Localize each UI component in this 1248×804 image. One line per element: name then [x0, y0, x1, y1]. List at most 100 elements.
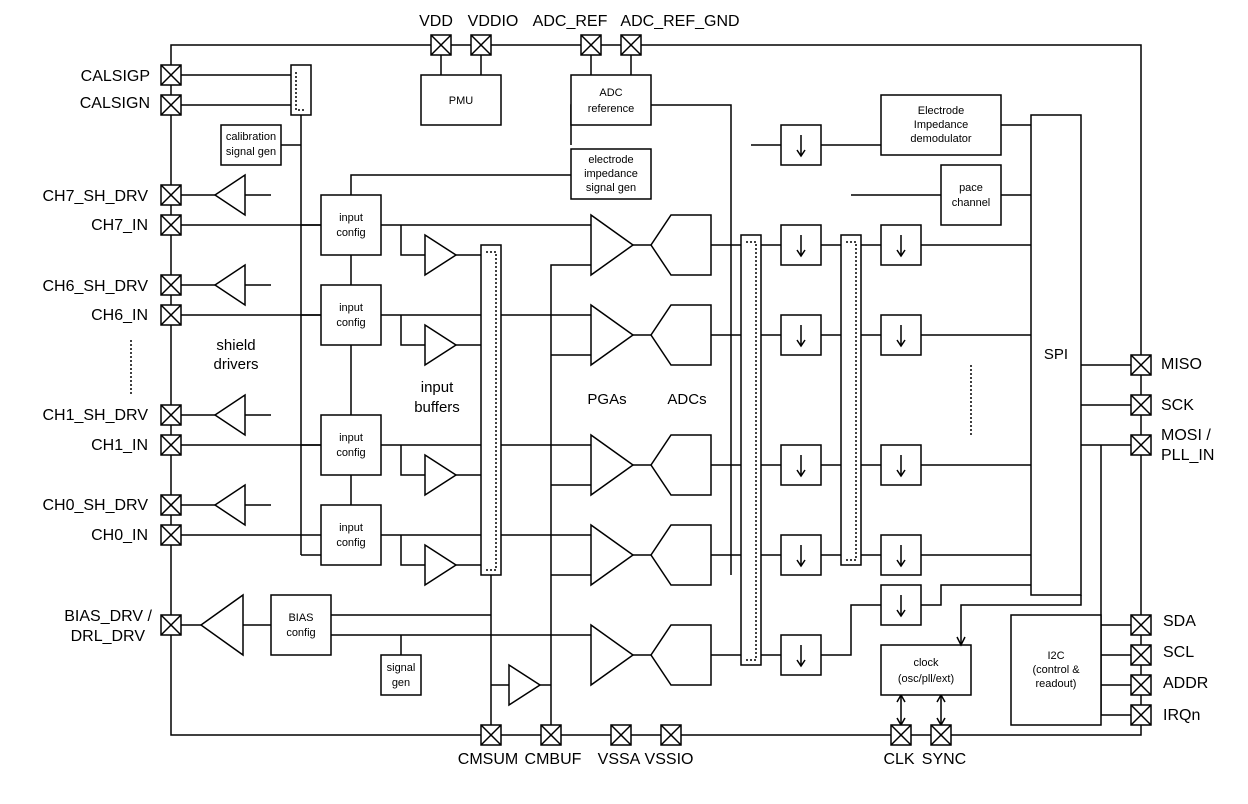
- input-config-ch1: input config: [320, 414, 382, 476]
- svg-text:input: input: [339, 432, 363, 444]
- svg-text:input: input: [339, 522, 363, 534]
- pin-label-sck: SCK: [1161, 397, 1194, 414]
- pin-vdd: [430, 34, 452, 56]
- pmu-label: PMU: [449, 95, 474, 107]
- svg-text:signal: signal: [387, 662, 416, 674]
- pin-cmsum: [480, 724, 502, 746]
- pin-label-ch0-in: CH0_IN: [91, 527, 148, 544]
- pin-label-addr: ADDR: [1163, 675, 1208, 692]
- cm-buffer-amplifier: [508, 663, 542, 707]
- svg-text:BIAS: BIAS: [288, 612, 313, 624]
- svg-text:I2C: I2C: [1047, 650, 1064, 662]
- pin-vssio: [660, 724, 682, 746]
- pin-label-adc-ref: ADC_REF: [533, 13, 608, 30]
- pin-label-calsign: CALSIGN: [80, 95, 150, 112]
- pin-label-mosi: MOSI /: [1161, 427, 1211, 444]
- pin-label-pll-in: PLL_IN: [1161, 447, 1214, 464]
- svg-text:config: config: [336, 227, 365, 239]
- i2c-block: I2C (control & readout): [1010, 614, 1102, 726]
- left-pins: CALSIGP CALSIGN CH7_SH_DRV CH7_IN CH6_SH…: [42, 64, 182, 645]
- bottom-pins: CMSUM CMBUF VSSA VSSIO CLK SYNC: [458, 724, 966, 768]
- pin-label-ch1-sh-drv: CH1_SH_DRV: [42, 407, 148, 424]
- svg-text:Electrode: Electrode: [918, 105, 964, 117]
- svg-text:Impedance: Impedance: [914, 119, 968, 131]
- pin-calsigp: [160, 64, 182, 86]
- clock-block: clock (osc/pll/ext): [880, 644, 972, 696]
- pin-label-adc-ref-gnd: ADC_REF_GND: [620, 13, 739, 30]
- input-buffer-amplifiers: [424, 233, 458, 587]
- pin-irqn: [1130, 704, 1152, 726]
- pin-calsign: [160, 94, 182, 116]
- pin-label-ch7-sh-drv: CH7_SH_DRV: [42, 188, 148, 205]
- pace-channel-block: pace channel: [940, 164, 1002, 226]
- pin-label-calsigp: CALSIGP: [81, 68, 150, 85]
- pmu-block: PMU: [420, 74, 502, 126]
- pga-to-adc-links: [633, 244, 651, 656]
- svg-text:demodulator: demodulator: [910, 133, 971, 145]
- pin-ch7-sh-drv: [160, 184, 182, 206]
- input-config-ch0: input config: [320, 504, 382, 566]
- svg-text:(control &: (control &: [1032, 664, 1080, 676]
- pgas-label: PGAs: [587, 391, 626, 408]
- pin-bias-drv: [160, 614, 182, 636]
- pin-ch0-sh-drv: [160, 494, 182, 516]
- signal-gen-block: signal gen: [380, 654, 422, 696]
- shield-driver-amplifiers: [213, 173, 246, 527]
- pin-cmbuf: [540, 724, 562, 746]
- pin-label-vdd: VDD: [419, 13, 453, 30]
- decimation-switch-matrix-dashes: [846, 241, 857, 561]
- svg-text:signal gen: signal gen: [586, 182, 636, 194]
- calibration-mux-dashes: [295, 72, 306, 111]
- pin-ch1-in: [160, 434, 182, 456]
- svg-text:input: input: [339, 302, 363, 314]
- input-switch-matrix: [480, 244, 502, 576]
- pin-sync: [930, 724, 952, 746]
- pin-adc-ref: [580, 34, 602, 56]
- pin-ch6-in: [160, 304, 182, 326]
- bias-config-block: BIAS config: [270, 594, 332, 656]
- pin-clk: [890, 724, 912, 746]
- pin-label-sda: SDA: [1163, 613, 1196, 630]
- svg-text:readout): readout): [1036, 678, 1077, 690]
- adc-switch-matrix: [740, 234, 762, 666]
- svg-text:config: config: [286, 627, 315, 639]
- svg-text:electrode: electrode: [588, 154, 633, 166]
- adc-reference-block: ADC reference: [570, 74, 652, 126]
- calibration-label-1: calibration: [226, 131, 276, 143]
- svg-text:impedance: impedance: [584, 168, 638, 180]
- adc-switch-matrix-dashes: [746, 241, 757, 661]
- pin-label-vssio: VSSIO: [645, 751, 694, 768]
- shield-drivers-label-2: drivers: [213, 356, 258, 373]
- decimation-filters-stage2: [880, 224, 922, 626]
- input-config-ch6: input config: [320, 284, 382, 346]
- pin-scl: [1130, 644, 1152, 666]
- pin-label-clk: CLK: [883, 751, 914, 768]
- calibration-signal-gen-block: calibration signal gen: [220, 124, 282, 166]
- pin-label-ch6-sh-drv: CH6_SH_DRV: [42, 278, 148, 295]
- input-config-ch7: input config: [320, 194, 382, 256]
- svg-text:channel: channel: [952, 197, 991, 209]
- bias-driver-amplifier: [199, 593, 244, 657]
- electrode-impedance-signal-gen-block: electrode impedance signal gen: [570, 148, 652, 200]
- electrode-impedance-demodulator-block: Electrode Impedance demodulator: [880, 94, 1002, 156]
- pin-label-cmsum: CMSUM: [458, 751, 518, 768]
- pin-label-ch1-in: CH1_IN: [91, 437, 148, 454]
- pin-mosi: [1130, 434, 1152, 456]
- svg-text:clock: clock: [913, 657, 939, 669]
- pin-label-bias-drv: BIAS_DRV /: [64, 608, 152, 625]
- pin-label-irqn: IRQn: [1163, 707, 1200, 724]
- pin-label-cmbuf: CMBUF: [525, 751, 582, 768]
- svg-text:SPI: SPI: [1044, 346, 1068, 363]
- svg-text:pace: pace: [959, 182, 983, 194]
- chip-outline: [170, 44, 1142, 736]
- spi-block: SPI: [1030, 114, 1082, 596]
- svg-text:config: config: [336, 447, 365, 459]
- clock-input-arrow: [956, 636, 966, 647]
- pin-label-scl: SCL: [1163, 644, 1194, 661]
- top-pins: VDD VDDIO ADC_REF ADC_REF_GND: [419, 13, 740, 56]
- svg-text:input: input: [339, 212, 363, 224]
- input-switch-matrix-dashes: [486, 251, 497, 571]
- pin-label-ch6-in: CH6_IN: [91, 307, 148, 324]
- shield-drivers-label-1: shield: [216, 337, 255, 354]
- right-pins: MISO SCK MOSI / PLL_IN SDA SCL ADDR IRQn: [1130, 354, 1214, 726]
